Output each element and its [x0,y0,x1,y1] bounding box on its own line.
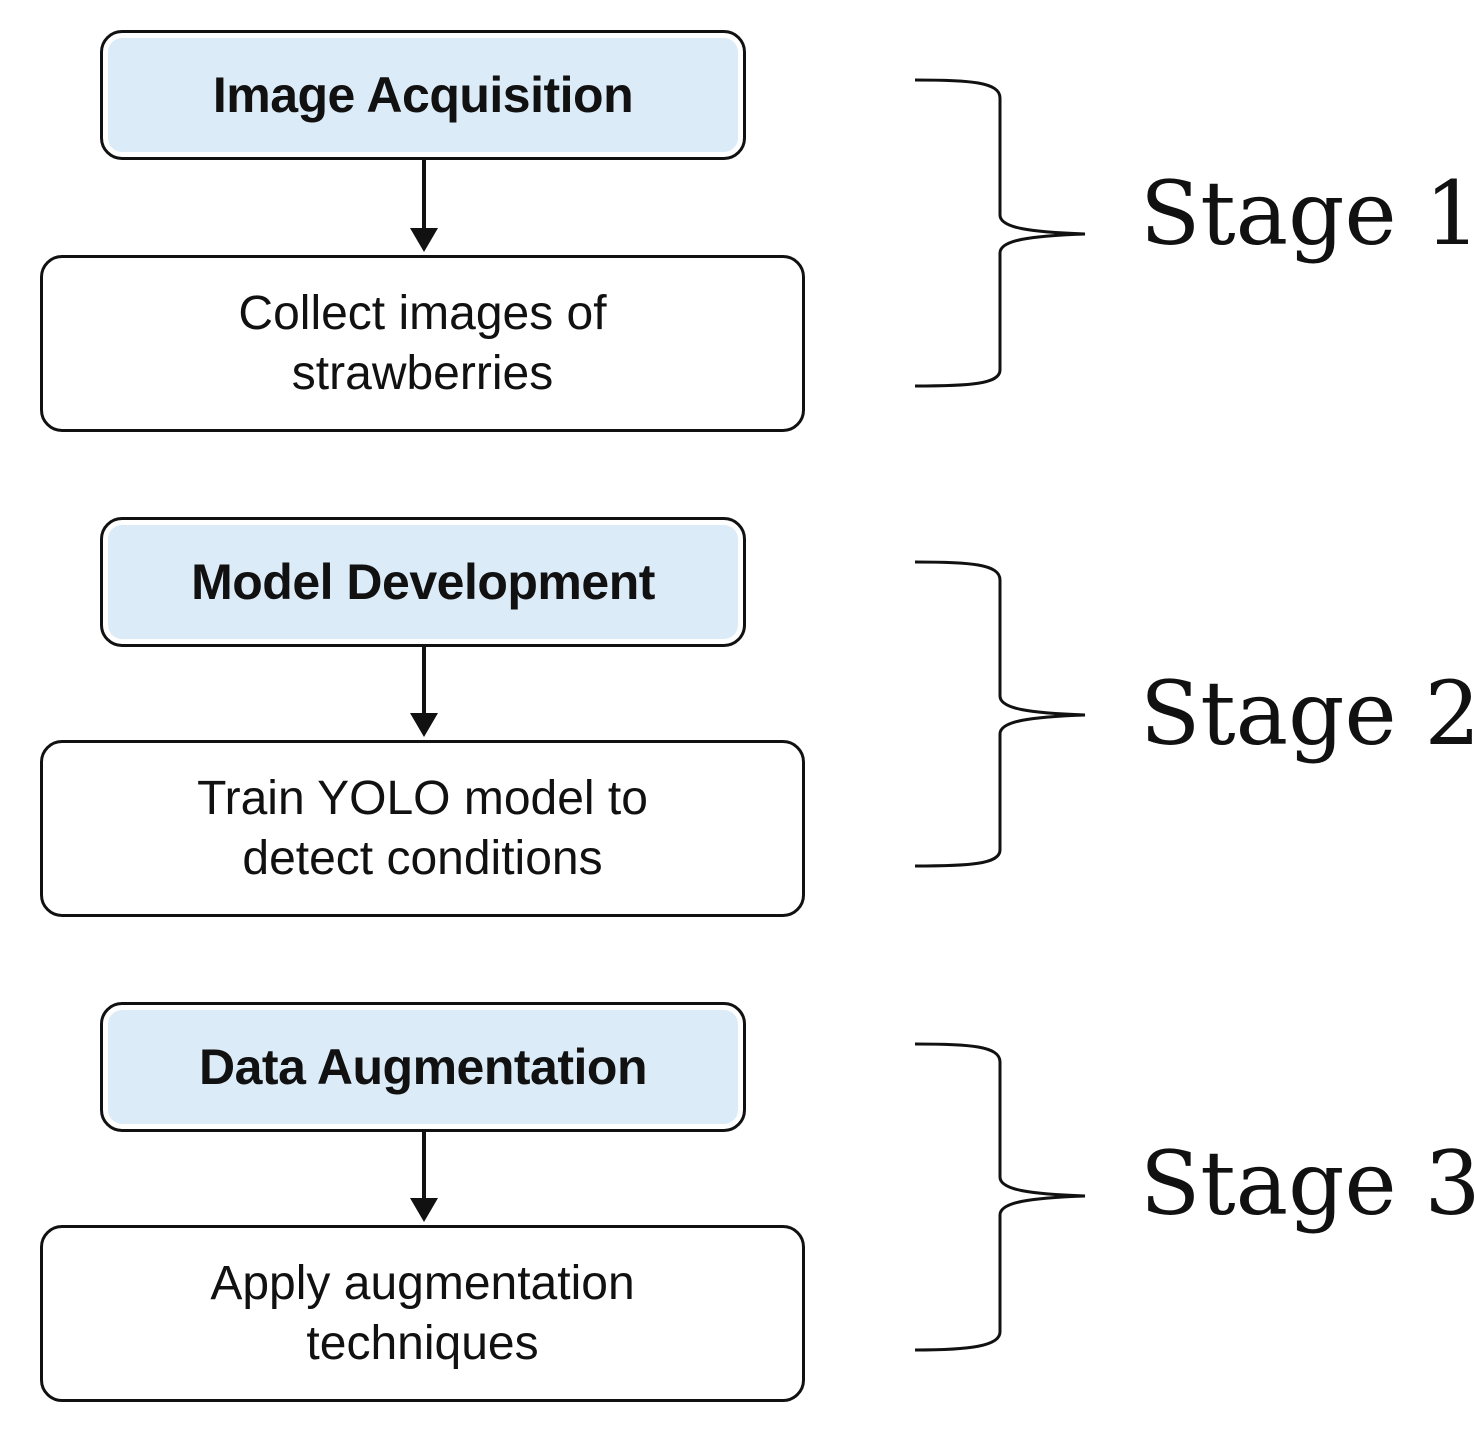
brace-stage-2 [914,560,1086,868]
stage-2-description-box: Train YOLO model to detect conditions [40,740,805,917]
arrow-stage-1 [410,160,438,252]
stage-3-description-box: Apply augmentation techniques [40,1225,805,1402]
stage-2-label: Stage 2 [1140,662,1475,765]
stage-2-header-text: Model Development [191,554,655,610]
stage-1-header-box: Image Acquisition [100,30,746,160]
stage-2-header-box: Model Development [100,517,746,647]
stage-1-label: Stage 1 [1140,162,1475,265]
stage-3-header-box: Data Augmentation [100,1002,746,1132]
stage-3-header-text: Data Augmentation [199,1039,648,1095]
arrow-stage-3 [410,1132,438,1222]
brace-stage-3 [914,1042,1086,1352]
stage-3-label: Stage 3 [1140,1132,1475,1235]
stage-1-description-text: Collect images of strawberries [238,286,607,400]
brace-stage-1 [914,78,1086,388]
stage-1-header-text: Image Acquisition [212,67,634,123]
stage-2-description-text: Train YOLO model to detect conditions [197,771,648,885]
stage-3-description-text: Apply augmentation techniques [210,1256,635,1370]
arrow-stage-2 [410,647,438,737]
stage-1-description-box: Collect images of strawberries [40,255,805,432]
